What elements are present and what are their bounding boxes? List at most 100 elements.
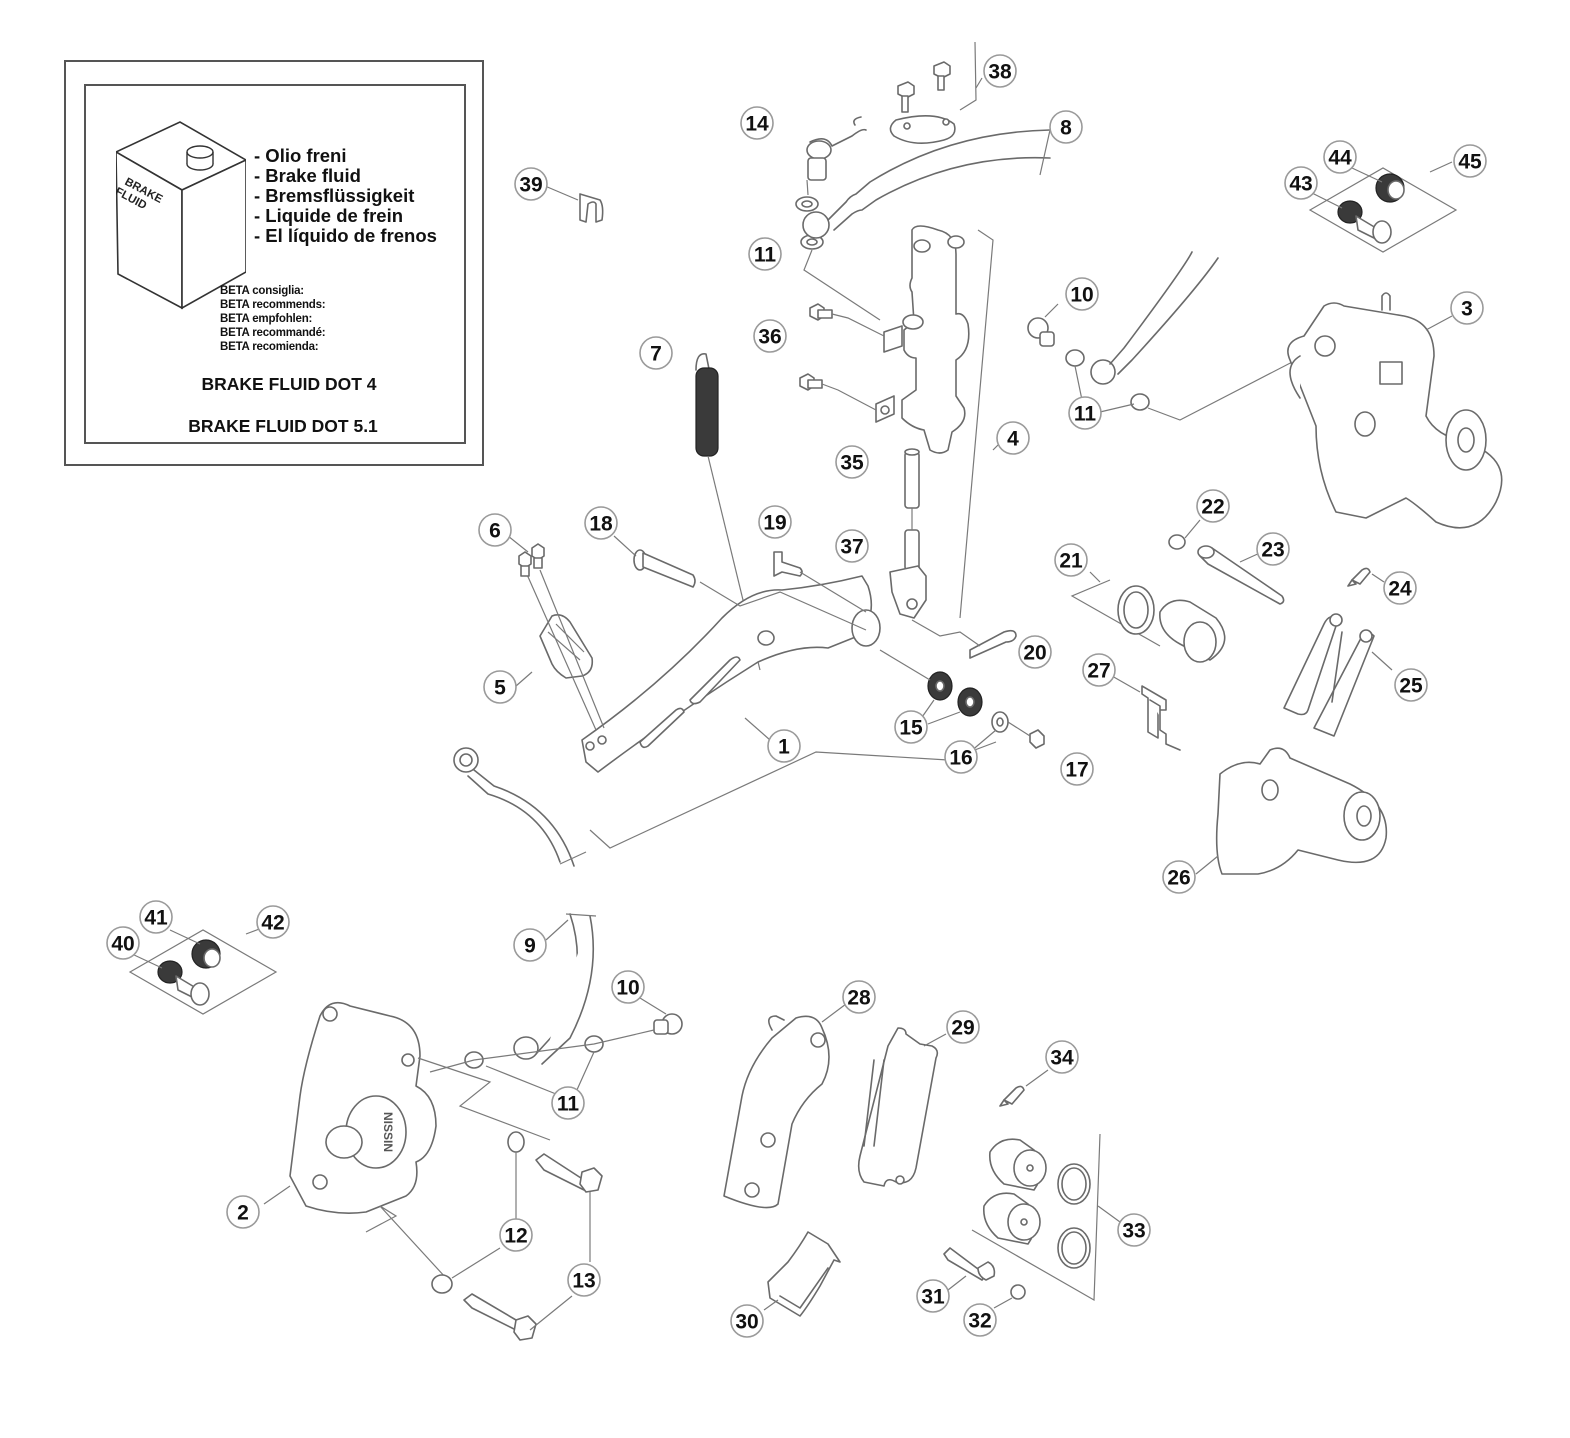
part-37-clevis[interactable] (889, 529, 927, 619)
part-3-rear-caliper[interactable] (1287, 292, 1503, 529)
callout-13[interactable]: 13 (567, 1263, 601, 1297)
callout-40[interactable]: 40 (106, 926, 140, 960)
callout-16[interactable]: 16 (944, 740, 978, 774)
part-40-41-42-slide-pin-kit-front[interactable] (128, 929, 278, 1015)
callout-26[interactable]: 26 (1162, 860, 1196, 894)
callout-2[interactable]: 2 (226, 1195, 260, 1229)
callout-33[interactable]: 33 (1117, 1213, 1151, 1247)
callout-24[interactable]: 24 (1383, 571, 1417, 605)
part-12-washers[interactable] (431, 1131, 525, 1294)
part-10-bleed-screw-rear[interactable] (1027, 317, 1055, 347)
callout-5[interactable]: 5 (483, 670, 517, 704)
callout-28[interactable]: 28 (842, 980, 876, 1014)
callout-circle (1065, 277, 1099, 311)
callout-41[interactable]: 41 (139, 900, 173, 934)
callout-36[interactable]: 36 (753, 319, 787, 353)
callout-12[interactable]: 12 (499, 1218, 533, 1252)
callout-circle (1323, 140, 1357, 174)
callout-7[interactable]: 7 (639, 336, 673, 370)
part-25-brake-pads-rear[interactable] (1283, 613, 1375, 737)
part-34-bleeder-valve-front[interactable] (999, 1085, 1025, 1107)
part-38-cover-and-screws[interactable] (889, 61, 956, 144)
callout-38[interactable]: 38 (983, 54, 1017, 88)
callout-29[interactable]: 29 (946, 1010, 980, 1044)
part-32-dust-cap-front[interactable] (1010, 1284, 1026, 1300)
part-9-brake-hose-front[interactable] (513, 913, 597, 1065)
callout-43[interactable]: 43 (1284, 166, 1318, 200)
callout-circle (499, 1218, 533, 1252)
part-24-bleeder-valve[interactable] (1347, 567, 1371, 587)
fluid-name-en: - Brake fluid (254, 165, 361, 186)
callout-44[interactable]: 44 (1323, 140, 1357, 174)
part-27-pad-spring-rear[interactable] (1141, 685, 1181, 751)
callout-6[interactable]: 6 (478, 513, 512, 547)
part-11-washers-rear[interactable] (1065, 349, 1150, 411)
part-33-piston-kit-front[interactable] (971, 1133, 1121, 1302)
part-8-brake-hose-rear[interactable] (802, 129, 1051, 239)
callout-30[interactable]: 30 (730, 1304, 764, 1338)
callout-11[interactable]: 11 (1068, 396, 1102, 430)
recommendation-en: BETA recommends: (220, 299, 326, 311)
callout-35[interactable]: 35 (835, 445, 869, 479)
callout-3[interactable]: 3 (1450, 291, 1484, 325)
callout-23[interactable]: 23 (1256, 532, 1290, 566)
callout-34[interactable]: 34 (1045, 1040, 1079, 1074)
callout-8[interactable]: 8 (1049, 110, 1083, 144)
callout-17[interactable]: 17 (1060, 752, 1094, 786)
part-36-screws[interactable] (799, 303, 833, 391)
callout-9[interactable]: 9 (513, 928, 547, 962)
part-7-return-spring[interactable] (695, 353, 761, 671)
part-2-front-caliper[interactable]: NISSIN (289, 1001, 437, 1214)
part-8-hose-end-lower[interactable] (453, 747, 587, 867)
callout-22[interactable]: 22 (1196, 489, 1230, 523)
callout-1[interactable]: 1 (767, 729, 801, 763)
part-13-caliper-bolts[interactable] (463, 1153, 603, 1341)
part-15-bushings[interactable] (927, 671, 983, 717)
part-5-foot-peg-tip[interactable] (539, 614, 594, 679)
part-29-brake-pads-front[interactable] (857, 1027, 939, 1187)
part-23-slide-pin[interactable] (1197, 545, 1285, 605)
part-20-cotter-pin[interactable] (969, 629, 1017, 659)
callout-37[interactable]: 37 (835, 529, 869, 563)
part-17-nut[interactable] (1029, 729, 1045, 749)
part-31-slide-pin-front[interactable] (943, 1247, 996, 1281)
part-19-clevis-pin[interactable] (773, 551, 867, 613)
callout-42[interactable]: 42 (256, 905, 290, 939)
part-1-brake-pedal[interactable] (581, 575, 881, 773)
callout-21[interactable]: 21 (1054, 543, 1088, 577)
callout-10[interactable]: 10 (1065, 277, 1099, 311)
callout-19[interactable]: 19 (758, 505, 792, 539)
part-14-banjo-bolt-fitting[interactable] (806, 116, 867, 181)
part-35-pushrod[interactable] (904, 448, 920, 509)
part-21-piston-kit-rear[interactable] (1070, 579, 1226, 663)
callout-circle (1453, 144, 1487, 178)
callout-39[interactable]: 39 (514, 167, 548, 201)
callout-32[interactable]: 32 (963, 1303, 997, 1337)
callout-31[interactable]: 31 (916, 1279, 950, 1313)
callout-27[interactable]: 27 (1082, 653, 1116, 687)
callout-4[interactable]: 4 (996, 421, 1030, 455)
callout-45[interactable]: 45 (1453, 144, 1487, 178)
part-18-pedal-pivot-pin[interactable] (633, 549, 696, 588)
part-4-master-cylinder[interactable] (875, 225, 970, 454)
part-26-caliper-bracket[interactable] (1215, 747, 1388, 875)
callout-10[interactable]: 10 (611, 970, 645, 1004)
callout-15[interactable]: 15 (894, 710, 928, 744)
callout-11[interactable]: 11 (748, 237, 782, 271)
part-16-washer[interactable] (991, 711, 1009, 733)
part-10-bleed-screw-front[interactable] (653, 1013, 683, 1035)
callout-14[interactable]: 14 (740, 106, 774, 140)
part-43-44-45-slide-pin-kit-rear[interactable] (1308, 167, 1458, 253)
callout-25[interactable]: 25 (1394, 668, 1428, 702)
callout-number: 36 (758, 326, 781, 349)
part-22-dust-cap[interactable] (1168, 534, 1186, 550)
part-28-caliper-body-half[interactable] (723, 1015, 830, 1209)
callout-11[interactable]: 11 (551, 1086, 585, 1120)
part-6-screws[interactable] (518, 543, 545, 577)
fluid-name-list: - Olio freni - Brake fluid - Bremsflüssi… (254, 146, 437, 246)
part-39-clip[interactable] (579, 193, 604, 223)
callout-20[interactable]: 20 (1018, 635, 1052, 669)
callout-18[interactable]: 18 (584, 506, 618, 540)
part-8-hose-rear-end[interactable] (1109, 251, 1219, 375)
part-30-pad-spring-front[interactable] (767, 1231, 841, 1317)
